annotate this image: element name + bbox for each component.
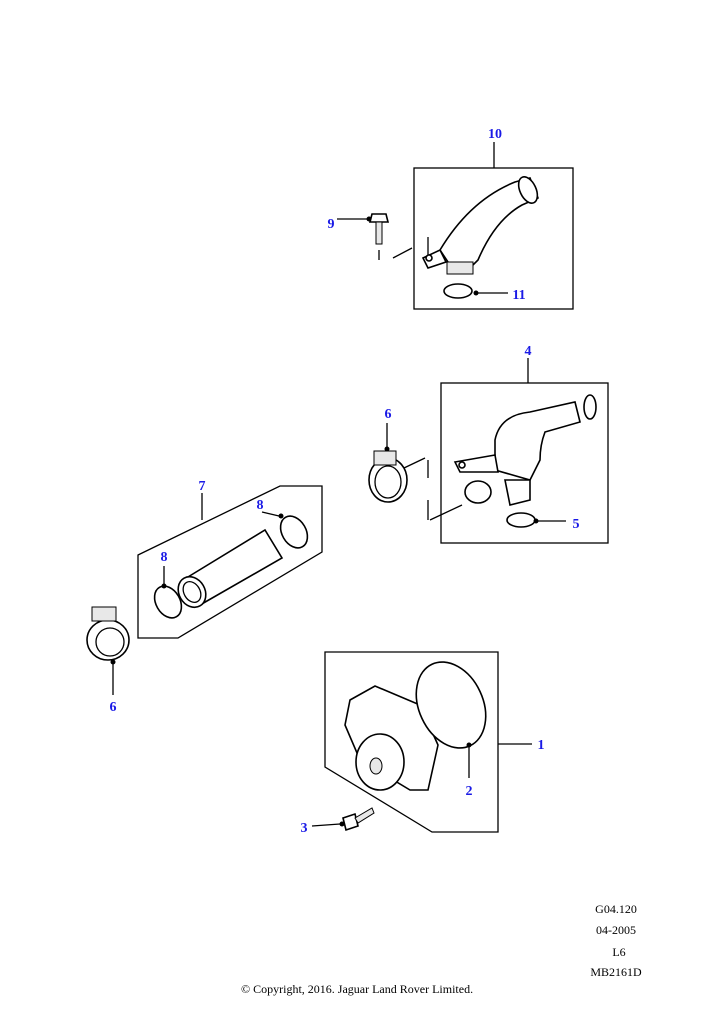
illustration-ref: MB2161D (590, 965, 642, 979)
callout-6-upper: 6 (385, 407, 392, 422)
group-1-water-pump (311, 651, 532, 833)
callout-4: 4 (525, 344, 532, 359)
callout-8-left: 8 (161, 550, 168, 565)
group-10-outlet-pipe (337, 142, 574, 310)
callout-9: 9 (328, 217, 335, 232)
group-4-thermostat-housing (368, 358, 609, 544)
model-code: L6 (612, 945, 626, 959)
callout-8-right: 8 (257, 498, 264, 513)
clamp-6-lower (86, 606, 130, 695)
group-7-hose (137, 485, 323, 639)
callout-1: 1 (538, 738, 545, 753)
bolt-3 (311, 807, 375, 832)
callout-3: 3 (301, 821, 308, 836)
clamp-6-upper (368, 423, 408, 503)
callout-6-lower: 6 (110, 700, 117, 715)
bolt-9 (337, 213, 390, 260)
copyright: © Copyright, 2016. Jaguar Land Rover Lim… (241, 982, 474, 996)
callout-10: 10 (488, 127, 502, 142)
callout-7: 7 (199, 479, 206, 494)
callout-11: 11 (512, 288, 525, 303)
issue-date: 04-2005 (596, 923, 636, 937)
callout-5: 5 (573, 517, 580, 532)
group-code: G04.120 (595, 902, 637, 916)
callout-2: 2 (466, 784, 473, 799)
